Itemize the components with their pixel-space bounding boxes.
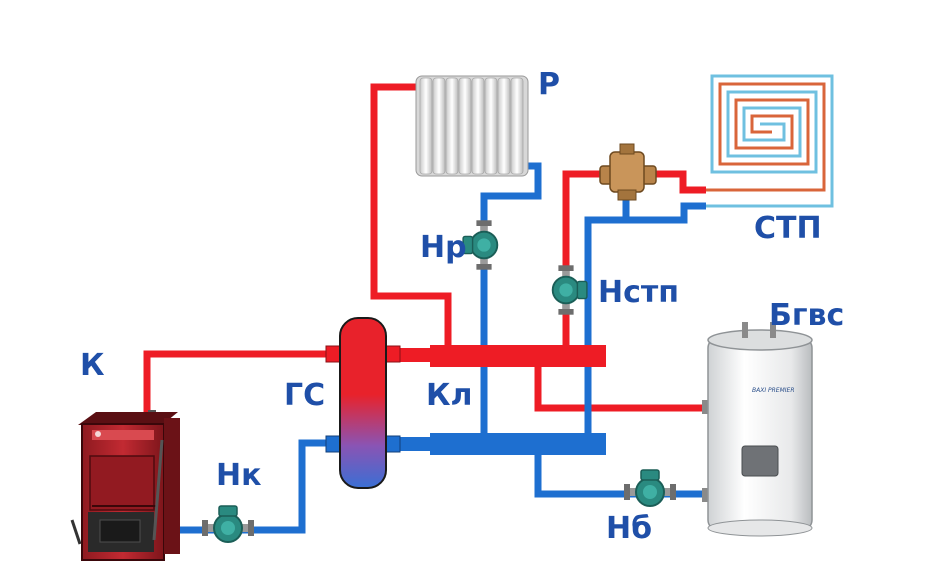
label-floor-heating: СТП: [754, 211, 822, 246]
hydro-separator: [325, 317, 401, 489]
label-radiator-pump: Нр: [420, 230, 467, 265]
dhw-tank: BAXI PREMIER: [702, 322, 813, 537]
radiator-sections: [419, 77, 524, 175]
collector-return-bar: [430, 433, 606, 455]
dhw-tank-body: [707, 337, 813, 531]
radiator-section: [484, 77, 498, 175]
radiator-return-pipe: [480, 162, 542, 222]
label-boiler-tank: Бгвс: [769, 298, 845, 333]
floor-heating-spiral: [706, 74, 834, 208]
label-boiler: К: [80, 348, 105, 383]
hydro-separator-body: [339, 317, 387, 489]
tank-brand-label: BAXI PREMIER: [752, 387, 795, 394]
pump-hr: [462, 219, 499, 271]
label-tank-pump: Нб: [606, 511, 653, 546]
tank-supply-pipe: [534, 364, 712, 412]
label-radiator: Р: [538, 67, 560, 102]
boiler-unit: [70, 410, 180, 561]
label-boiler-pump: Нк: [216, 458, 262, 493]
radiator-supply-pipe: [370, 83, 452, 350]
collector-supply-bar: [430, 345, 606, 367]
radiator-section: [419, 77, 433, 175]
pump-hstp: [551, 264, 588, 316]
radiator-section: [445, 77, 459, 175]
radiator-section: [432, 77, 446, 175]
boiler-supply-pipe: [143, 350, 340, 416]
floor-spiral-inner: [706, 82, 826, 192]
floor-spiral-outer: [706, 74, 834, 208]
label-floor-pump: Нстп: [598, 275, 680, 310]
pump-hk: [201, 505, 255, 543]
radiator-section: [497, 77, 511, 175]
floor-supply-pipe-upper: [562, 170, 606, 266]
supply-pipes: [143, 83, 712, 416]
mixing-valve: [599, 143, 657, 201]
radiator-section: [458, 77, 472, 175]
pump-hb: [623, 469, 677, 507]
label-collector: Кл: [426, 378, 473, 413]
valve-to-floor-pipe: [652, 170, 706, 194]
collector: [398, 345, 606, 455]
floor-return-pipe: [584, 202, 706, 438]
label-hydro-separator: ГС: [284, 378, 326, 413]
radiator-section: [510, 77, 524, 175]
radiator: [415, 75, 529, 177]
radiator-section: [471, 77, 485, 175]
